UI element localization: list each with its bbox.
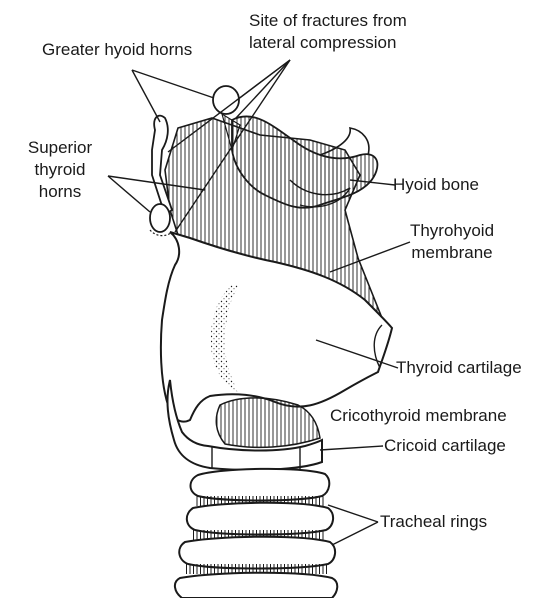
label-superior-thyroid-horns-line3: horns: [12, 181, 108, 203]
label-thyrohyoid-membrane-line2: membrane: [402, 242, 502, 264]
label-thyrohyoid-membrane: Thyrohyoid membrane: [402, 220, 502, 264]
label-fracture-site: Site of fractures from lateral compressi…: [249, 10, 407, 54]
label-thyroid-cartilage: Thyroid cartilage: [396, 357, 522, 379]
label-fracture-site-line2: lateral compression: [249, 32, 407, 54]
label-superior-thyroid-horns-line2: thyroid: [12, 159, 108, 181]
tracheal-rings-group: [175, 469, 337, 598]
superior-thyroid-horn: [150, 204, 170, 232]
label-thyrohyoid-membrane-line1: Thyrohyoid: [402, 220, 502, 242]
label-fracture-site-line1: Site of fractures from: [249, 10, 407, 32]
label-tracheal-rings: Tracheal rings: [380, 511, 487, 533]
label-superior-thyroid-horns-line1: Superior: [12, 137, 108, 159]
right-greater-hyoid-horn: [213, 86, 239, 114]
label-superior-thyroid-horns: Superior thyroid horns: [12, 137, 108, 203]
label-greater-hyoid-horns: Greater hyoid horns: [42, 39, 192, 61]
label-hyoid-bone: Hyoid bone: [393, 174, 479, 196]
label-cricoid-cartilage: Cricoid cartilage: [384, 435, 506, 457]
label-cricothyroid-membrane: Cricothyroid membrane: [330, 405, 507, 427]
